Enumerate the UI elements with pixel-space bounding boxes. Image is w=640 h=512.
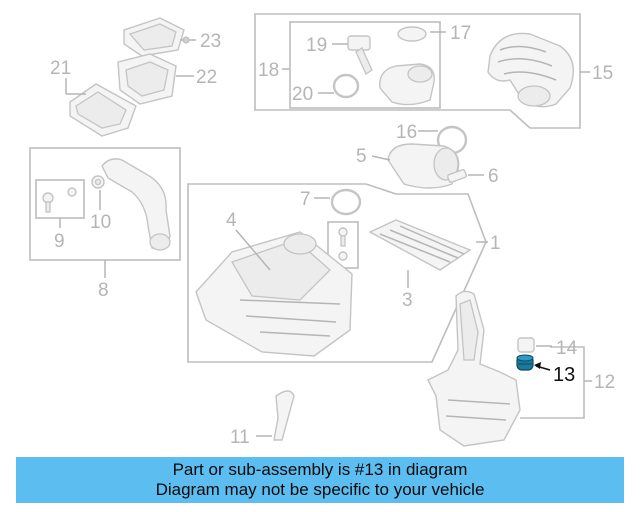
callout-12: 12 <box>594 372 615 393</box>
part-elbow-duct <box>379 63 435 106</box>
callout-9: 9 <box>54 231 65 252</box>
banner-line-2: Diagram may not be specific to your vehi… <box>155 480 485 499</box>
callout-18: 18 <box>258 60 279 81</box>
group-box-1 <box>187 183 488 363</box>
part-4-air-cleaner-housing <box>195 229 353 357</box>
parts-diagram: 23 22 21 15 18 19 17 20 <box>29 13 615 448</box>
part-6-bolt <box>447 169 484 183</box>
part-21-air-guide <box>65 78 137 137</box>
part-3-filter <box>368 219 472 288</box>
callout-13: 13 <box>553 364 575 386</box>
group-box-18 <box>282 21 441 109</box>
part-15-intake-hose <box>487 32 574 108</box>
part-20-oring <box>318 73 360 99</box>
group-box-12 <box>520 346 592 419</box>
part-13-grommet-highlighted <box>516 354 551 371</box>
callout-1: 1 <box>490 233 501 254</box>
group-box-15 <box>254 13 590 129</box>
part-17-clamp <box>397 26 446 42</box>
callout-3: 3 <box>402 290 413 311</box>
part-7-seal <box>314 188 362 216</box>
info-banner: Part or sub-assembly is #13 in diagram D… <box>16 457 624 503</box>
callout-20: 20 <box>292 84 313 105</box>
callout-23: 23 <box>200 31 221 52</box>
callout-14: 14 <box>556 338 578 359</box>
part-14-cap <box>517 337 552 353</box>
part-resonator-tank <box>427 290 521 447</box>
part-19-sensor <box>332 35 373 75</box>
callout-17: 17 <box>450 23 471 44</box>
callout-11: 11 <box>230 427 250 448</box>
part-intake-duct <box>101 158 171 251</box>
callout-7: 7 <box>300 189 311 210</box>
group-box-8 <box>29 147 181 278</box>
callout-21: 21 <box>50 58 71 79</box>
callout-10: 10 <box>90 212 111 233</box>
part-23-cover <box>123 17 196 57</box>
part-22-bracket <box>117 53 194 105</box>
callout-8: 8 <box>98 280 109 301</box>
group-box-9 <box>35 179 85 228</box>
callout-6: 6 <box>488 166 499 187</box>
callout-16: 16 <box>396 122 417 143</box>
callout-22: 22 <box>196 67 217 88</box>
callout-4: 4 <box>226 210 237 231</box>
part-11-hose <box>256 390 295 441</box>
part-10-grommet <box>91 175 105 210</box>
part-5-resonator <box>371 143 460 189</box>
callout-5: 5 <box>356 146 367 167</box>
callout-15: 15 <box>592 63 613 84</box>
banner-line-1: Part or sub-assembly is #13 in diagram <box>172 460 468 479</box>
part-9-fasteners <box>42 187 77 213</box>
callout-19: 19 <box>306 35 327 56</box>
